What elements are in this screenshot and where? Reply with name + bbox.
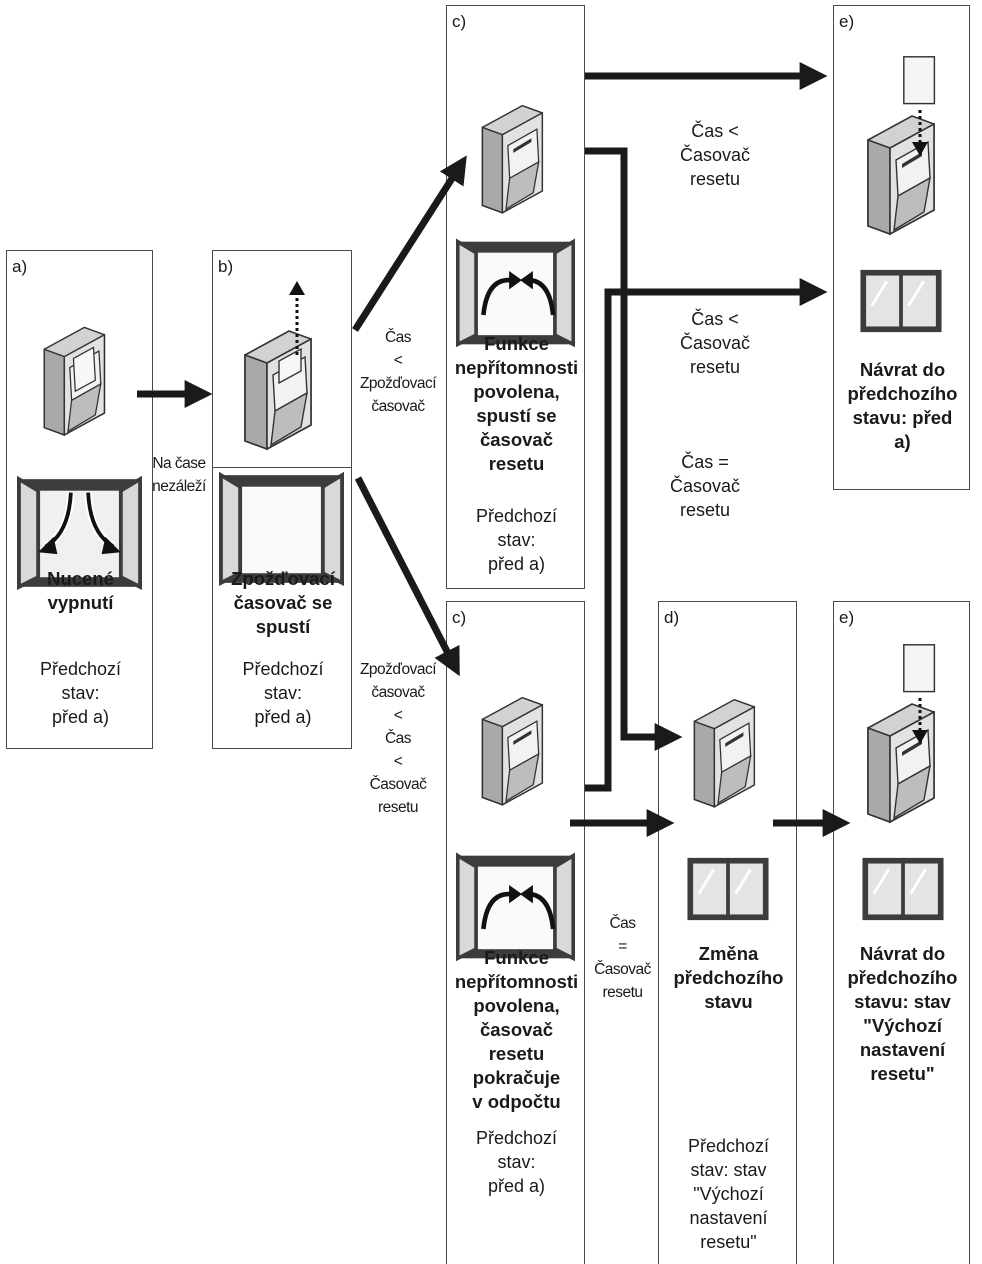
state-box-e-top: e) Návrat do předchozího stavu: před a)	[833, 5, 970, 490]
state-box-e-bottom: e) Návrat do předchozího stavu: stav "Vý…	[833, 601, 970, 1264]
arrow-c-bottom-to-e-top	[585, 278, 828, 792]
label-cas-lt-reset-middle: Čas < Časovač resetu	[679, 309, 751, 377]
card-removed-switch-icon	[244, 281, 312, 450]
state-title-c-top: Funkce nepřítomnosti povolena, spustí se…	[454, 333, 579, 474]
divider	[213, 467, 351, 468]
state-tag-c-top: c)	[452, 12, 467, 31]
state-tag-a: a)	[12, 257, 28, 276]
state-note-c-bottom: Předchozí stav: před a)	[475, 1128, 558, 1196]
state-title-c-bottom: Funkce nepřítomnosti povolena, časovač r…	[454, 947, 579, 1112]
state-note-a: Předchozí stav: před a)	[39, 659, 122, 727]
state-title-a: Nucené vypnutí	[47, 568, 114, 613]
label-cas-lt-reset-top: Čas < Časovač resetu	[679, 121, 751, 189]
arrow-b-to-c-bottom	[354, 476, 460, 677]
state-title-d: Změna předchozího stavu	[673, 943, 784, 1012]
arrow-b-to-c-top	[352, 155, 467, 332]
state-box-b: b) Zpožďovací časovač se spustí Předchoz…	[212, 250, 352, 749]
card-insert-switch-icon	[867, 56, 936, 235]
state-note-b: Předchozí stav: před a)	[242, 659, 324, 727]
state-title-b: Zpožďovací časovač se spustí	[231, 568, 335, 637]
state-note-d: Předchozí stav: stav "Výchozí nastavení …	[687, 1136, 770, 1252]
state-title-e-bottom: Návrat do předchozího stavu: stav "Výcho…	[847, 943, 958, 1084]
state-box-a: a) Nucené vypnutí Předchozí stav: před a…	[6, 250, 153, 749]
state-title-e-top: Návrat do předchozího stavu: před a)	[847, 359, 958, 452]
label-cas-eq-reset-bottom: Čas = Časovač resetu	[594, 915, 651, 1001]
state-box-d: d) Změna předchozího stavu Předchozí sta…	[658, 601, 797, 1264]
state-tag-c-bottom: c)	[452, 608, 467, 627]
card-insert-switch-icon	[867, 644, 936, 823]
state-box-c-top: c) Funkce nepřítomnosti povolena, spustí…	[446, 5, 585, 589]
label-na-case: Na čase nezáleží	[152, 455, 206, 495]
state-box-c-bottom: c) Funkce nepřítomnosti povolena, časova…	[446, 601, 585, 1264]
label-cas-lt-zpozdovaci: Čas < Zpožďovací časovač	[359, 329, 437, 415]
state-tag-e-bottom: e)	[839, 608, 855, 627]
state-tag-e-top: e)	[839, 12, 855, 31]
state-tag-d: d)	[664, 608, 680, 627]
card-switch-icon	[37, 313, 119, 453]
state-note-c-top: Předchozí stav: před a)	[475, 506, 558, 574]
label-zpozdovaci-lt-cas-lt-reset: Zpožďovací časovač < Čas < Časovač reset…	[359, 661, 437, 816]
arrow-c-top-to-d	[585, 147, 683, 751]
label-cas-eq-reset-top: Čas = Časovač resetu	[669, 452, 741, 520]
state-tag-b: b)	[218, 257, 234, 276]
